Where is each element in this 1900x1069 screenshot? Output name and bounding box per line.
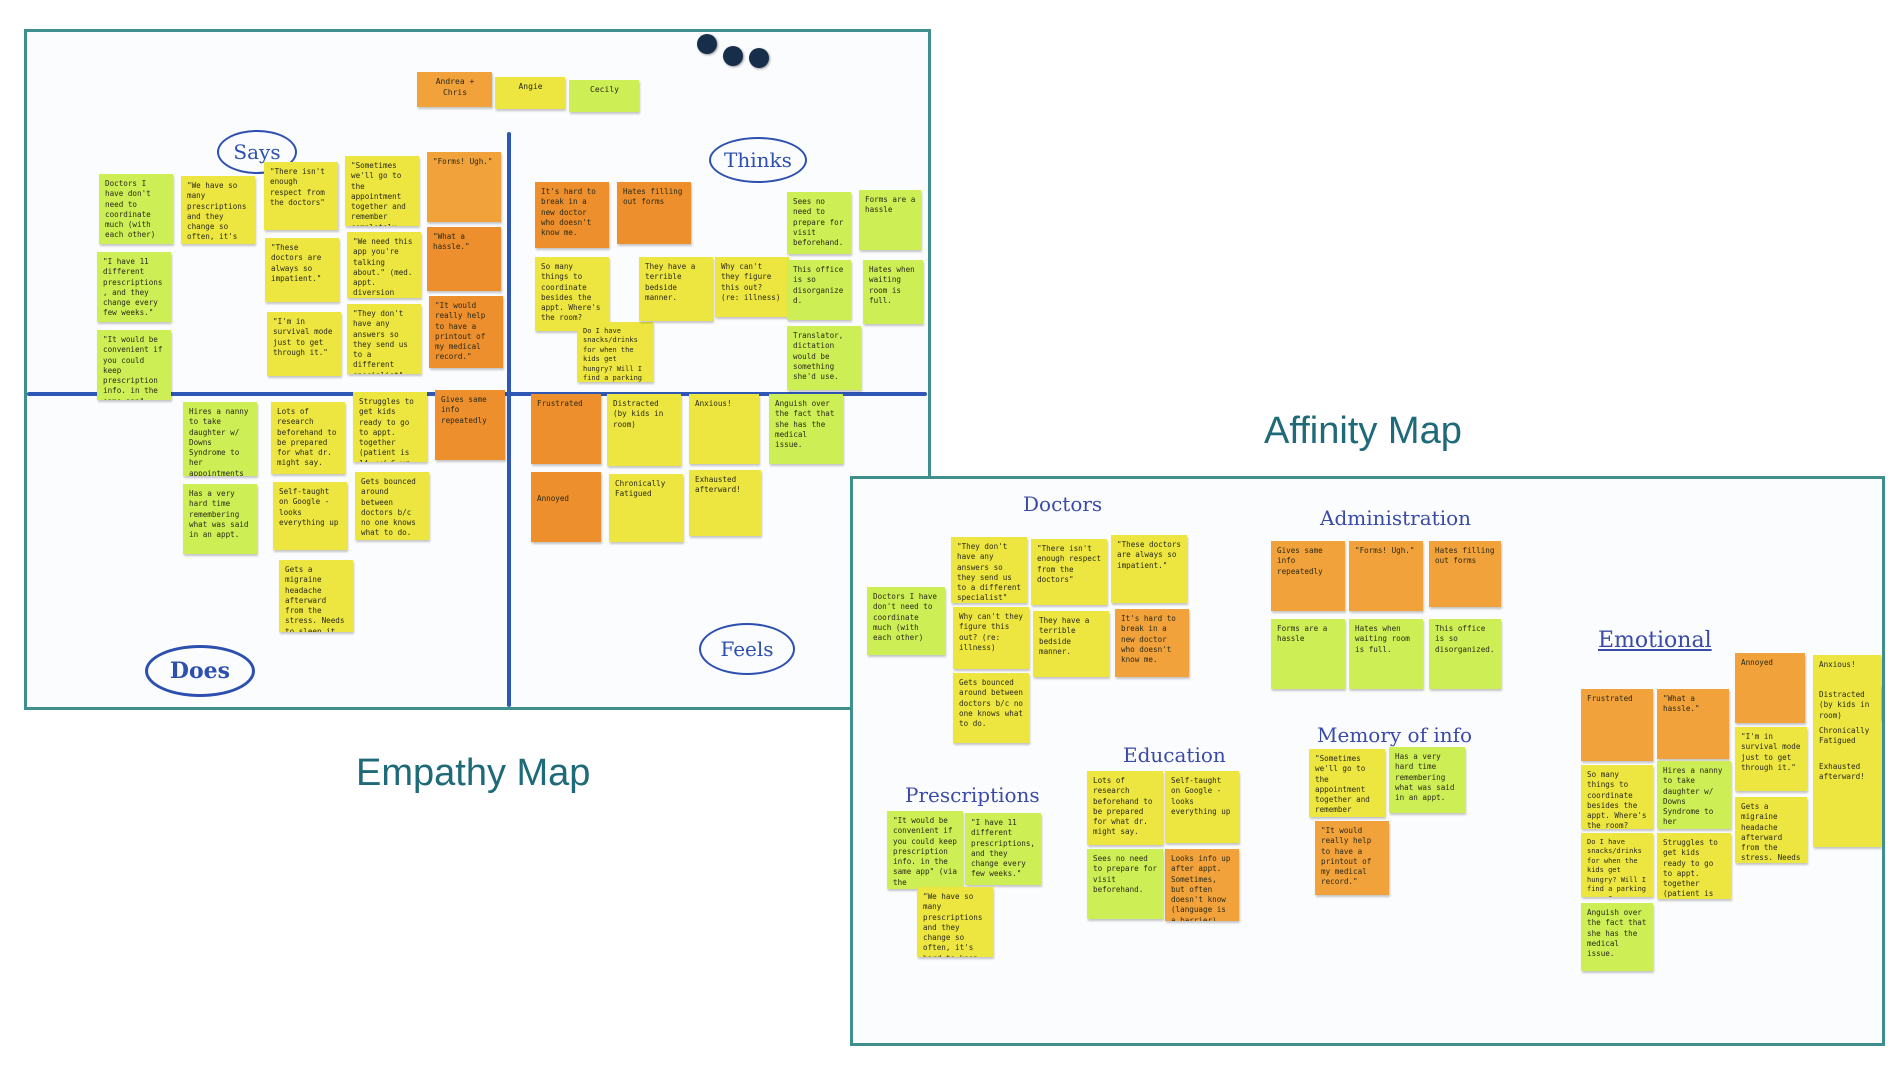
- sticky-note: Hates filling out forms: [1429, 541, 1501, 607]
- affinity-map-caption: Affinity Map: [1264, 410, 1462, 452]
- sticky-note: Gets bounced around between doctors b/c …: [953, 673, 1029, 743]
- sticky-note: "It would be convenient if you could kee…: [97, 330, 171, 400]
- sticky-note: Self-taught on Google - looks everything…: [1165, 771, 1239, 843]
- sticky-note: It's hard to break in a new doctor who d…: [1115, 609, 1189, 677]
- sticky-note: Exhausted afterward!: [689, 470, 761, 536]
- sticky-note: "There isn't enough respect from the doc…: [264, 162, 338, 230]
- magnet: [723, 46, 743, 66]
- sticky-note: Gives same info repeatedly: [435, 390, 505, 460]
- sticky-note: "It would really help to have a printout…: [429, 296, 503, 368]
- sticky-note: Gets a migraine headache afterward from …: [1735, 797, 1807, 863]
- sticky-note: Gives same info repeatedly: [1271, 541, 1345, 611]
- sticky-note: Hates when waiting room is full.: [1349, 619, 1423, 689]
- sticky-note: Do I have snacks/drinks for when the kid…: [577, 322, 653, 382]
- sticky-note: Hires a nanny to take daughter w/ Downs …: [183, 402, 257, 476]
- sticky-note: "It would really help to have a printout…: [1315, 821, 1389, 895]
- sticky-note: They have a terrible bedside manner.: [1033, 611, 1109, 677]
- group-heading-education: Education: [1123, 743, 1226, 767]
- sticky-note: Annoyed: [1735, 653, 1805, 723]
- sticky-note: Anguish over the fact that she has the m…: [1581, 903, 1653, 971]
- sticky-note: This office is so disorganized.: [1429, 619, 1501, 689]
- sticky-note: Exhausted afterward!: [1813, 757, 1881, 847]
- sticky-note: Why can't they figure this out? (re: ill…: [953, 607, 1029, 669]
- sticky-note: Forms are a hassle: [1271, 619, 1345, 689]
- sticky-note: Hates filling out forms: [617, 182, 691, 244]
- sticky-note: "They don't have any answers so they sen…: [347, 304, 421, 374]
- sticky-note: "What a hassle.": [1657, 689, 1729, 759]
- sticky-note: "I have 11 different prescriptions, and …: [965, 813, 1041, 885]
- sticky-note: Doctors I have don't need to coordinate …: [867, 587, 945, 655]
- sticky-note: "These doctors are always so impatient.": [1111, 535, 1187, 603]
- sticky-note: Sees no need to prepare for visit before…: [787, 192, 851, 254]
- sticky-note: "Forms! Ugh.": [1349, 541, 1423, 611]
- magnet: [749, 48, 769, 68]
- says-label: Says: [217, 130, 297, 174]
- team-note: Angie: [495, 77, 565, 109]
- magnet: [697, 34, 717, 54]
- sticky-note: Do I have snacks/drinks for when the kid…: [1581, 833, 1653, 897]
- sticky-note: "It would be convenient if you could kee…: [887, 811, 963, 889]
- sticky-note: "What a hassle.": [427, 227, 501, 291]
- does-label: Does: [145, 645, 255, 697]
- group-heading-administration: Administration: [1320, 506, 1472, 530]
- sticky-note: Sees no need to prepare for visit before…: [1087, 849, 1163, 919]
- sticky-note: Struggles to get kids ready to go to app…: [1657, 833, 1731, 899]
- team-note: Cecily: [569, 80, 639, 112]
- team-note: Andrea + Chris: [417, 72, 492, 107]
- sticky-note: Frustrated: [1581, 689, 1653, 761]
- sticky-note: Chronically Fatigued: [609, 474, 683, 542]
- feels-label: Feels: [699, 623, 795, 675]
- sticky-note: Lots of research beforehand to be prepar…: [1087, 771, 1163, 845]
- sticky-note: "I'm in survival mode just to get throug…: [267, 312, 341, 376]
- sticky-note: Annoyed: [531, 472, 601, 542]
- sticky-note: Hates when waiting room is full.: [863, 260, 923, 324]
- sticky-note: Self-taught on Google - looks everything…: [273, 482, 347, 550]
- sticky-note: "There isn't enough respect from the doc…: [1031, 539, 1107, 605]
- sticky-note: "Forms! Ugh.": [427, 152, 501, 222]
- affinity-map-photo: Doctors Administration Emotional Educati…: [850, 476, 1885, 1046]
- sticky-note: Chronically Fatigued: [1813, 721, 1881, 757]
- group-heading-prescriptions: Prescriptions: [905, 783, 1040, 807]
- sticky-note: Why can't they figure this out? (re: ill…: [715, 257, 789, 317]
- group-heading-emotional: Emotional: [1598, 628, 1712, 653]
- sticky-note: Gets bounced around between doctors b/c …: [355, 472, 429, 540]
- sticky-note: Anxious!: [689, 394, 759, 464]
- sticky-note: "I'm in survival mode just to get throug…: [1735, 727, 1807, 791]
- group-heading-doctors: Doctors: [1023, 492, 1103, 516]
- sticky-note: Struggles to get kids ready to go to app…: [353, 392, 427, 462]
- sticky-note: Has a very hard time remembering what wa…: [1389, 747, 1465, 813]
- sticky-note: Distracted (by kids in room): [607, 394, 681, 466]
- sticky-note: This office is so disorganized.: [787, 260, 851, 320]
- sticky-note: "We have so many prescriptions and they …: [181, 176, 255, 244]
- sticky-note: They have a terrible bedside manner.: [639, 257, 713, 321]
- empathy-map-photo: Andrea + Chris Angie Cecily Says Thinks …: [24, 29, 931, 710]
- sticky-note: Frustrated: [531, 394, 601, 464]
- sticky-note: "We have so many prescriptions and they …: [917, 887, 993, 957]
- sticky-note: Doctors I have don't need to coordinate …: [99, 174, 173, 244]
- thinks-label: Thinks: [709, 137, 807, 183]
- sticky-note: So many things to coordinate besides the…: [535, 257, 609, 331]
- sticky-note: "These doctors are always so impatient.": [265, 238, 339, 302]
- sticky-note: Gets a migraine headache afterward from …: [279, 560, 353, 632]
- sticky-note: Anguish over the fact that she has the m…: [769, 394, 843, 464]
- vertical-divider: [507, 132, 511, 707]
- sticky-note: Lots of research beforehand to be prepar…: [271, 402, 345, 474]
- sticky-note: It's hard to break in a new doctor who d…: [535, 182, 609, 248]
- sticky-note: Translator, dictation would be something…: [787, 326, 861, 390]
- sticky-note: Has a very hard time remembering what wa…: [183, 484, 257, 554]
- sticky-note: Looks info up after appt. Sometimes, but…: [1165, 849, 1239, 921]
- sticky-note: Forms are a hassle: [859, 190, 921, 250]
- sticky-note: Hires a nanny to take daughter w/ Downs …: [1657, 761, 1731, 829]
- sticky-note: "We need this app you're talking about."…: [347, 232, 421, 298]
- sticky-note: So many things to coordinate besides the…: [1581, 765, 1653, 829]
- sticky-note: "Sometimes we'll go to the appointment t…: [345, 156, 419, 226]
- sticky-note: "They don't have any answers so they sen…: [951, 537, 1027, 603]
- sticky-note: "Sometimes we'll go to the appointment t…: [1309, 749, 1385, 817]
- sticky-note: "I have 11 different prescriptions, and …: [97, 252, 171, 322]
- group-heading-memory: Memory of info: [1317, 723, 1473, 747]
- sticky-note: Distracted (by kids in room): [1813, 685, 1881, 721]
- empathy-map-caption: Empathy Map: [356, 752, 591, 794]
